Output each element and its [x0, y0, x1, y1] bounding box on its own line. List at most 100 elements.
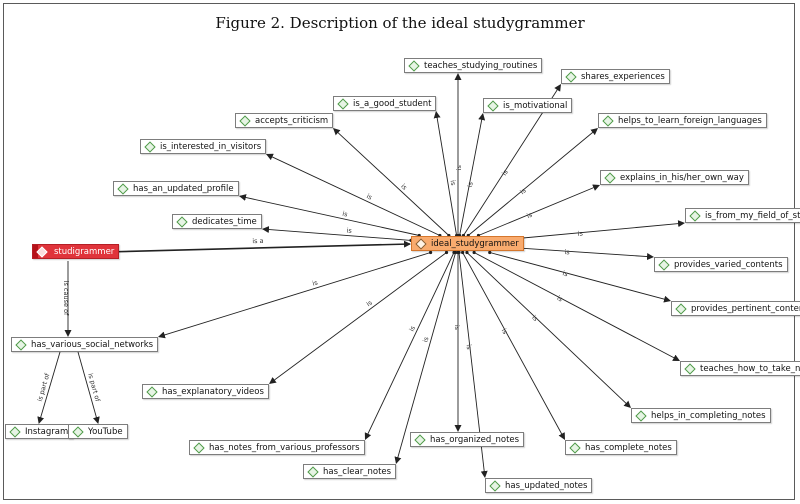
- attribute-node: is_from_my_field_of_study: [685, 208, 800, 223]
- edge-anchor-dot: [454, 250, 458, 255]
- class-diamond-icon: [415, 238, 427, 250]
- relation-edge: [467, 127, 599, 236]
- relation-edge: [238, 194, 420, 236]
- class-diamond-icon: [414, 434, 426, 446]
- node-label: has_updated_notes: [505, 481, 588, 491]
- class-diamond-icon: [602, 115, 614, 127]
- class-diamond-icon: [15, 339, 27, 351]
- relation-edge: [489, 252, 672, 303]
- node-label: helps_to_learn_foreign_languages: [618, 116, 762, 126]
- attribute-node: has_clear_notes: [303, 464, 397, 479]
- attribute-node: has_an_updated_profile: [113, 181, 239, 196]
- edge-label-is: is: [526, 210, 534, 220]
- edge-label-is: is: [365, 192, 374, 202]
- attribute-node: helps_in_completing_notes: [631, 408, 771, 423]
- class-diamond-icon: [193, 442, 205, 454]
- class-diamond-icon: [489, 480, 501, 492]
- node-label: has_clear_notes: [323, 467, 392, 477]
- attribute-node: has_organized_notes: [410, 432, 525, 447]
- relation-edge: [332, 127, 450, 236]
- part-of-edge: [37, 351, 61, 424]
- origin-node: studigrammer: [32, 244, 120, 259]
- edge-anchor-dot: [457, 250, 461, 255]
- node-label: explains_in_his/her_own_way: [620, 173, 744, 183]
- node-label: is_from_my_field_of_study: [705, 211, 800, 221]
- class-diamond-icon: [675, 303, 687, 315]
- class-diamond-icon: [144, 141, 156, 153]
- class-diamond-icon: [487, 100, 499, 112]
- attribute-node: teaches_how_to_take_notes: [680, 361, 800, 376]
- node-label: is_motivational: [503, 101, 568, 111]
- edge-label-is: is: [519, 186, 529, 196]
- edge-label-is: is: [562, 269, 570, 278]
- figure-title: Figure 2. Description of the ideal study…: [215, 14, 585, 32]
- class-diamond-icon: [146, 386, 158, 398]
- class-diamond-icon: [72, 426, 84, 438]
- edge-label-is: is: [577, 229, 584, 238]
- node-label: Instagram: [25, 427, 69, 437]
- is-a-edge: [104, 240, 411, 253]
- attribute-node: is_a_good_student: [333, 96, 437, 111]
- class-diamond-icon: [569, 442, 581, 454]
- node-label: helps_in_completing_notes: [651, 411, 766, 421]
- network-node-instagram: Instagram: [5, 424, 74, 439]
- edge-label-is: is: [466, 181, 475, 188]
- class-diamond-icon: [117, 183, 129, 195]
- edge-label-is: is: [564, 248, 570, 256]
- attribute-node: provides_pertinent_contents: [671, 301, 800, 316]
- center-node: ideal_studygrammer: [411, 236, 524, 251]
- class-diamond-icon: [307, 466, 319, 478]
- relation-edge: [504, 246, 655, 261]
- relation-edge: [364, 252, 455, 441]
- attribute-node: helps_to_learn_foreign_languages: [598, 113, 767, 128]
- relation-edge: [462, 252, 565, 441]
- relation-edge: [269, 252, 447, 385]
- edge-anchor-dot: [428, 250, 433, 255]
- edge-label-is: is: [500, 168, 510, 177]
- node-label: has_complete_notes: [585, 443, 672, 453]
- node-label: is_a_good_student: [353, 99, 432, 109]
- class-diamond-icon: [684, 363, 696, 375]
- edge-label-is: is: [342, 210, 349, 219]
- node-label: teaches_how_to_take_notes: [700, 364, 800, 374]
- edge-label-is: is: [399, 182, 409, 192]
- relation-edge: [433, 111, 458, 236]
- class-diamond-icon: [36, 246, 48, 258]
- edge-label-is: is: [346, 226, 352, 234]
- attribute-node: is_motivational: [483, 98, 573, 113]
- attribute-node: dedicates_time: [172, 214, 262, 229]
- node-label: shares_experiences: [581, 72, 665, 82]
- class-diamond-icon: [337, 98, 349, 110]
- node-label: accepts_criticism: [255, 116, 329, 126]
- edge-label-is: is: [500, 327, 510, 336]
- edge-label-is: is: [311, 278, 319, 287]
- edge-label-is: is: [408, 324, 418, 333]
- class-diamond-icon: [239, 115, 251, 127]
- class-diamond-icon: [408, 60, 420, 72]
- node-label: ideal_studygrammer: [431, 239, 519, 249]
- edge-label-is: is: [556, 294, 565, 304]
- node-label: studigrammer: [54, 247, 115, 257]
- attribute-node: is_interested_in_visitors: [140, 139, 267, 154]
- edge-label-is: is: [421, 335, 430, 343]
- edge-label-is-a: is a: [252, 237, 263, 245]
- class-diamond-icon: [604, 172, 616, 184]
- node-label: provides_pertinent_contents: [691, 304, 800, 314]
- edge-anchor-dot: [461, 250, 465, 255]
- relation-edge: [265, 153, 441, 236]
- part-of-edge: [77, 351, 100, 424]
- attribute-node: has_complete_notes: [565, 440, 677, 455]
- edge-label-is: is: [365, 298, 374, 308]
- node-label: has_explanatory_videos: [162, 387, 264, 397]
- node-label: has_various_social_networks: [31, 340, 154, 350]
- attribute-node: teaches_studying_routines: [404, 58, 543, 73]
- attribute-node: has_various_social_networks: [11, 337, 159, 352]
- class-diamond-icon: [176, 216, 188, 228]
- edge-anchor-dot: [488, 250, 492, 255]
- edge-label-is: is: [530, 314, 540, 324]
- relation-edge: [478, 184, 600, 236]
- relation-edge: [261, 226, 412, 241]
- attribute-node: shares_experiences: [561, 69, 670, 84]
- edge-anchor-dot: [444, 250, 449, 255]
